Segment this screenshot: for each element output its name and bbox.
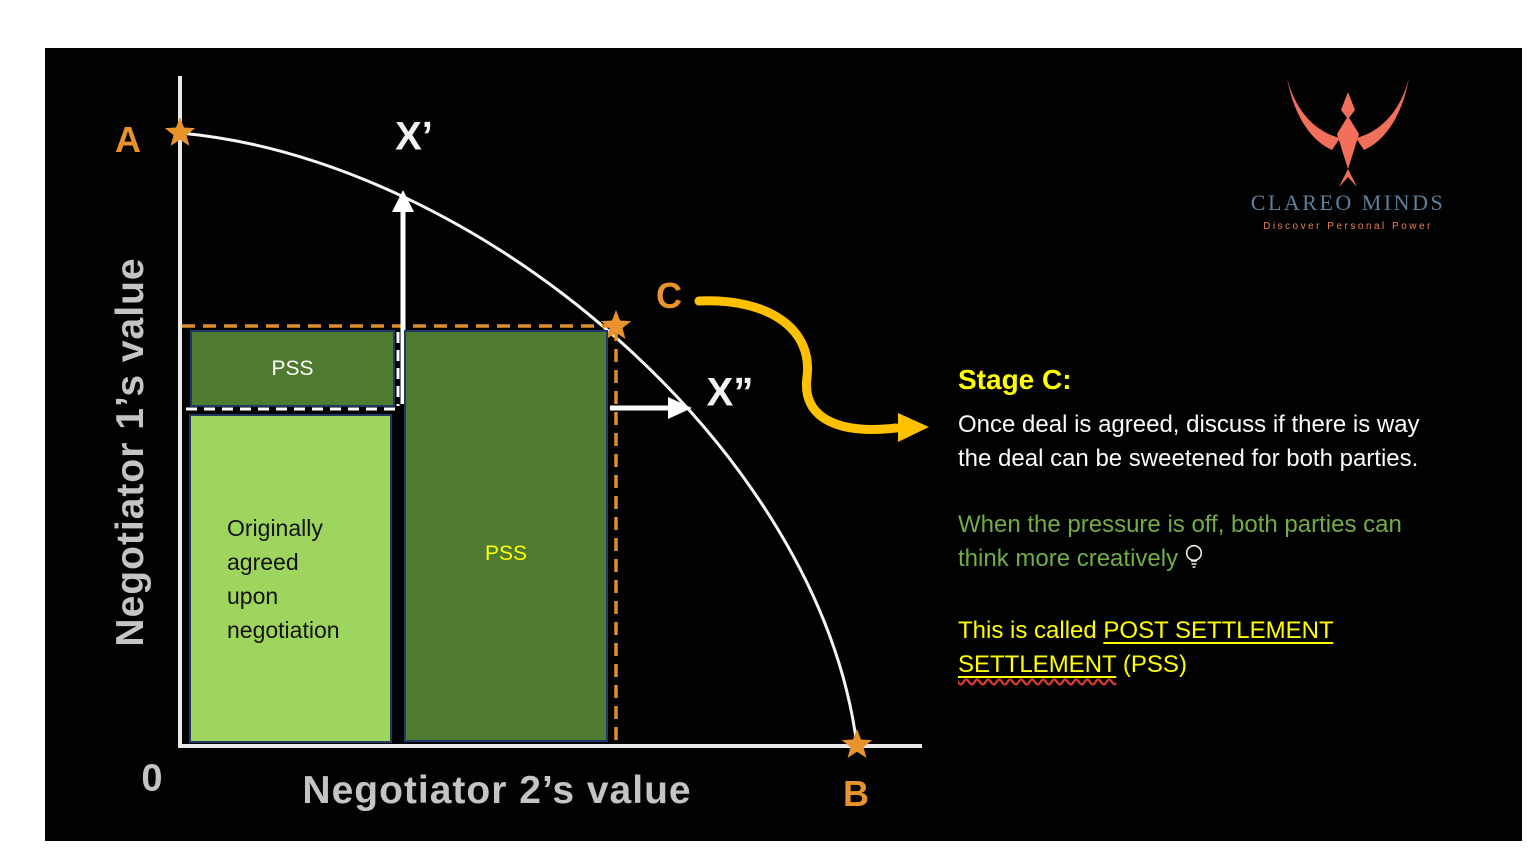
pressure-off-paragraph: When the pressure is off, both parties c… (958, 508, 1413, 580)
point-b-label: B (843, 773, 869, 814)
stage-c-annotation: Stage C: Once deal is agreed, discuss if… (958, 364, 1448, 682)
pss-definition-lead: This is called (958, 617, 1097, 644)
originally-agreed-line: agreed (227, 548, 299, 575)
pressure-off-text: When the pressure is off, both parties c… (958, 511, 1402, 572)
pss-definition-tail: (PSS) (1122, 651, 1187, 678)
star-point-c-icon (600, 310, 632, 339)
star-point-a-icon (164, 117, 196, 146)
originally-agreed-box: Originally agreed upon negotiation (189, 414, 392, 743)
x-prime-label: X’ (395, 114, 433, 159)
callout-curved-arrow (694, 296, 901, 434)
pss-underlined-2: SETTLEMENT (958, 651, 1117, 678)
originally-agreed-line: upon (227, 582, 279, 609)
x-double-prime-label: X” (706, 370, 754, 415)
stage-c-heading: Stage C: (958, 364, 1072, 395)
phoenix-icon (1287, 78, 1409, 187)
arrow-up-head-icon (392, 190, 414, 212)
lightbulb-icon (1184, 543, 1204, 580)
callout-arrow-head-icon (898, 413, 929, 442)
logo-tagline: Discover Personal Power (1263, 221, 1433, 232)
x-axis-label: Negotiator 2’s value (302, 769, 692, 812)
pss-top-box: PSS (190, 330, 395, 407)
originally-agreed-line: Originally (227, 514, 323, 541)
y-axis-label: Negotiator 1’s value (109, 257, 152, 647)
pss-definition-paragraph: This is called POST SETTLEMENT SETTLEMEN… (958, 614, 1358, 682)
logo-wordmark: CLAREO MINDS (1250, 190, 1446, 215)
arrow-right-head-icon (668, 397, 692, 419)
star-point-b-icon (841, 729, 873, 758)
point-a-label: A (115, 119, 141, 160)
pss-mid-box: PSS (404, 330, 608, 742)
pss-mid-box-label: PSS (484, 542, 528, 565)
pss-underlined-1: POST SETTLEMENT (1103, 617, 1334, 644)
point-c-label: C (656, 275, 682, 316)
clareo-minds-logo: CLAREO MINDS Discover Personal Power (1238, 76, 1458, 232)
stage-c-paragraph: Once deal is agreed, discuss if there is… (958, 411, 1420, 472)
pss-top-box-label: PSS (271, 356, 314, 380)
origin-label: 0 (141, 757, 163, 800)
originally-agreed-line: negotiation (227, 616, 340, 643)
